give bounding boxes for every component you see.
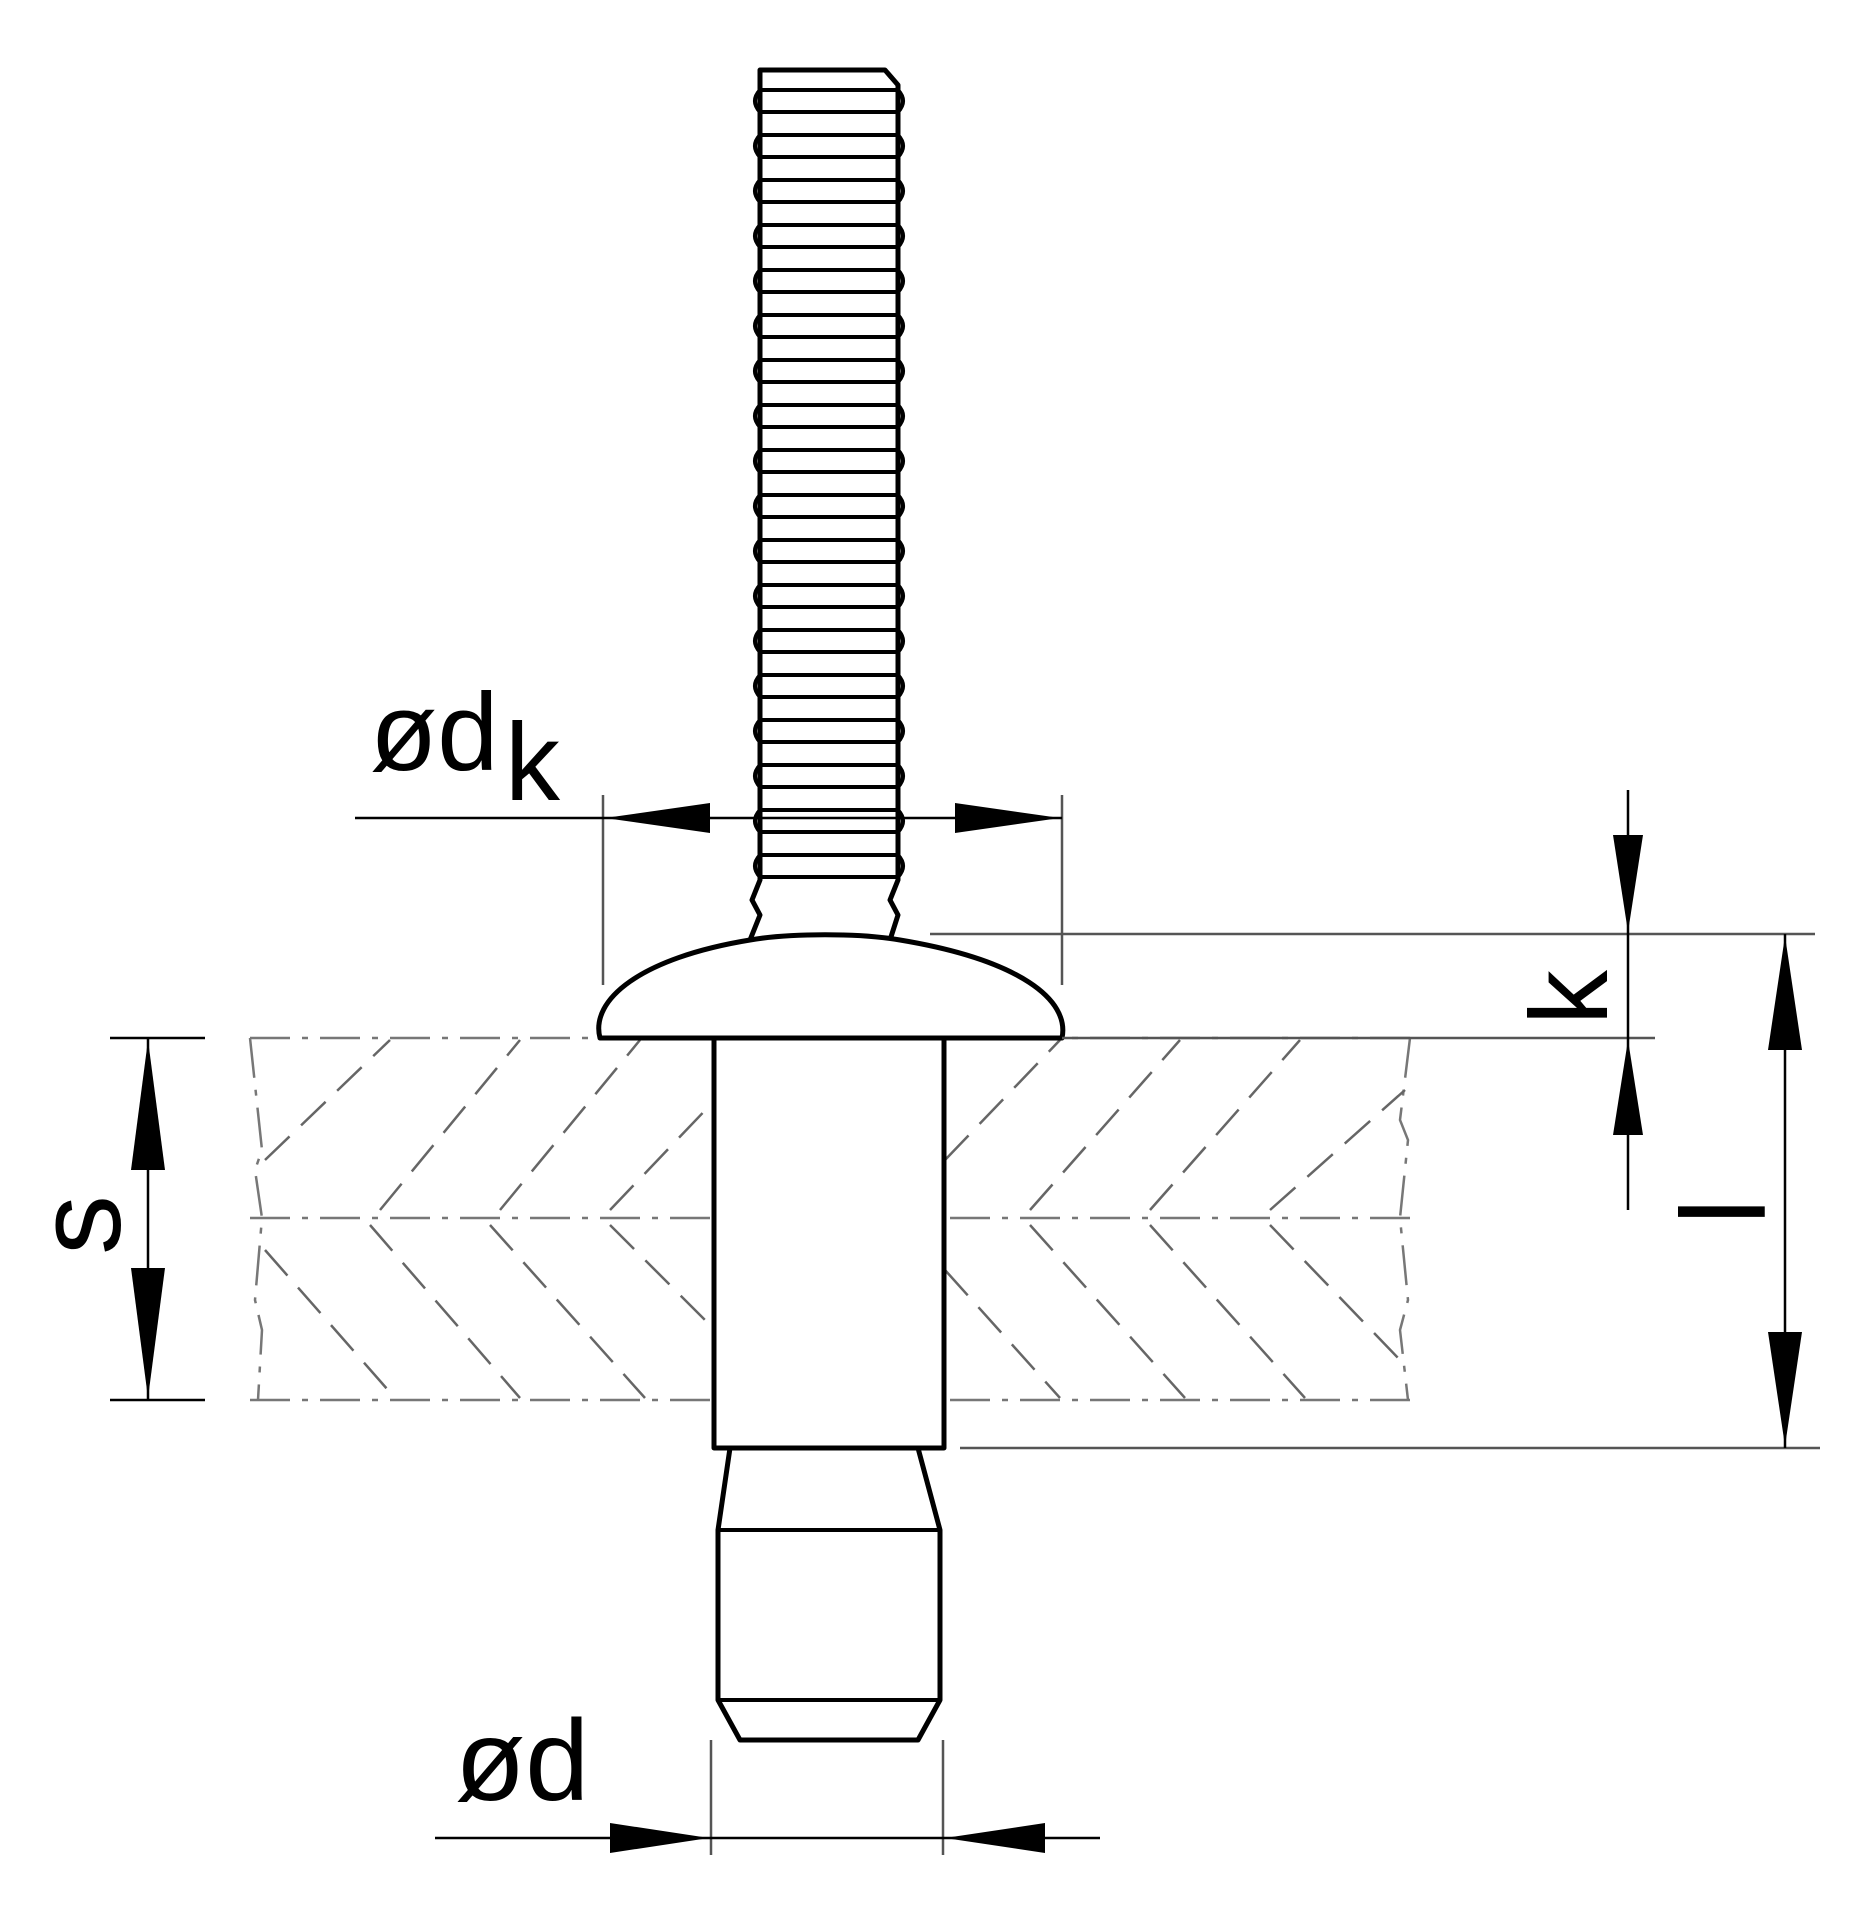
clamped-material bbox=[248, 1036, 1412, 1402]
plate-right-break bbox=[1398, 1037, 1412, 1401]
mandrel-threads bbox=[753, 88, 905, 879]
thread-ridge bbox=[753, 88, 905, 114]
shank-diameter-label: ød bbox=[455, 1697, 589, 1825]
upper-plate-hatch bbox=[264, 1039, 1406, 1211]
thread-ridge bbox=[753, 583, 905, 609]
thread-ridge bbox=[753, 223, 905, 249]
head-diameter-label: ød bbox=[370, 671, 498, 794]
head-diameter-subscript: k bbox=[505, 701, 561, 824]
arrow-head bbox=[1768, 1332, 1802, 1446]
thread-ridge bbox=[753, 448, 905, 474]
dimension-length: l bbox=[960, 934, 1820, 1450]
arrow-head bbox=[131, 1040, 165, 1170]
length-label: l bbox=[1657, 1198, 1791, 1225]
head-height-label: k bbox=[1508, 969, 1631, 1025]
arrow-head bbox=[1613, 835, 1643, 932]
arrow-head bbox=[605, 803, 710, 833]
arrow-head bbox=[131, 1268, 165, 1398]
thread-ridge bbox=[753, 628, 905, 654]
dimension-grip-range: s bbox=[12, 1036, 205, 1402]
dimension-head-height: k bbox=[930, 790, 1815, 1210]
rivet-head bbox=[596, 932, 1066, 1041]
thread-ridge bbox=[753, 313, 905, 339]
arrow-head bbox=[955, 803, 1060, 833]
arrow-head bbox=[610, 1823, 709, 1853]
lower-plate-hatch bbox=[264, 1224, 1401, 1399]
mandrel-stem bbox=[747, 67, 905, 943]
grip-range-label: s bbox=[12, 1195, 146, 1255]
rivet-sleeve bbox=[711, 1035, 947, 1451]
thread-ridge bbox=[753, 538, 905, 564]
thread-ridge bbox=[753, 493, 905, 519]
arrow-head bbox=[1613, 1040, 1643, 1135]
thread-ridge bbox=[753, 673, 905, 699]
rivet bbox=[596, 67, 1066, 1743]
arrow-head bbox=[1768, 936, 1802, 1050]
dimension-head-diameter: ød k bbox=[355, 671, 1064, 985]
thread-ridge bbox=[753, 403, 905, 429]
thread-ridge bbox=[753, 268, 905, 294]
arrow-head bbox=[945, 1823, 1045, 1853]
mandrel-tail bbox=[715, 1445, 943, 1743]
plate-left-break bbox=[248, 1037, 264, 1401]
thread-ridge bbox=[753, 718, 905, 744]
thread-ridge bbox=[753, 133, 905, 159]
thread-ridge bbox=[753, 763, 905, 789]
dimension-shank-diameter: ød bbox=[435, 1697, 1100, 1855]
thread-ridge bbox=[753, 853, 905, 879]
thread-ridge bbox=[753, 178, 905, 204]
thread-ridge bbox=[753, 358, 905, 384]
